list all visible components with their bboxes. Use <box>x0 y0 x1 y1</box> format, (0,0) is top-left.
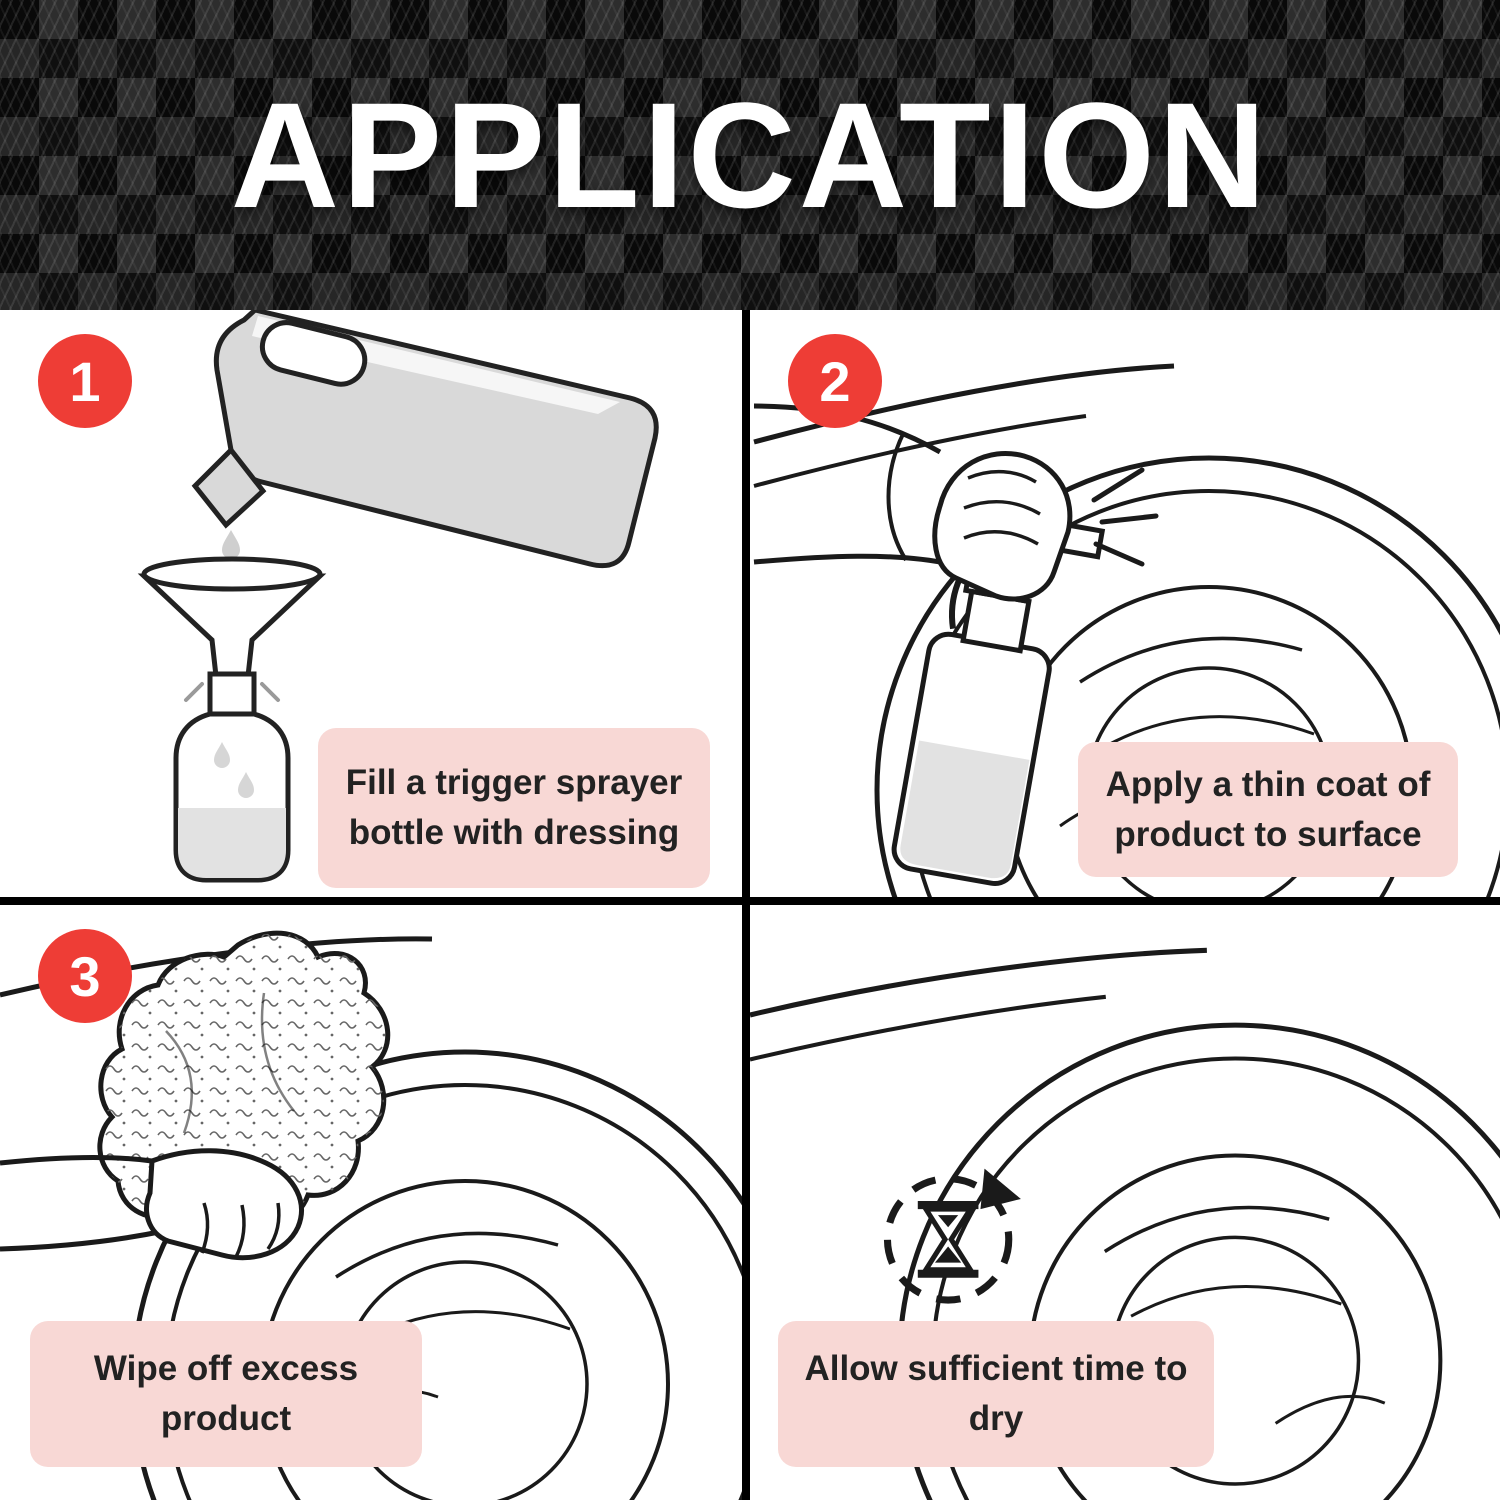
step-number: 1 <box>69 349 101 413</box>
step1-illustration <box>137 310 659 883</box>
step-number-badge: 3 <box>38 929 132 1023</box>
step-2-panel: 2 Apply a thin coat of product to surfac… <box>750 310 1500 905</box>
steps-grid: 1 Fill a trigger sprayer bottle with dre… <box>0 310 1500 1500</box>
step3-illustration <box>0 930 742 1500</box>
spray-bottle-illustration <box>173 671 291 883</box>
carbon-fiber-banner: APPLICATION <box>0 0 1500 310</box>
step-number-badge: 1 <box>38 334 132 428</box>
wiping-hand-illustration <box>0 1148 304 1261</box>
trigger-sprayer-hand-illustration <box>753 403 1159 887</box>
step-number: 3 <box>69 944 101 1008</box>
step-caption-box: Fill a trigger sprayer bottle with dress… <box>318 728 710 888</box>
hourglass-timer-icon <box>883 1168 1021 1304</box>
page-title: APPLICATION <box>230 70 1270 239</box>
step-caption-box: Allow sufficient time to dry <box>778 1321 1214 1467</box>
step2-illustration <box>753 363 1500 897</box>
step-caption-text: Fill a trigger sprayer bottle with dress… <box>345 763 683 852</box>
step-4-panel: Allow sufficient time to dry <box>750 905 1500 1500</box>
funnel-illustration <box>137 556 327 679</box>
step-1-panel: 1 Fill a trigger sprayer bottle with dre… <box>0 310 750 905</box>
step-caption-text: Wipe off excess product <box>93 1349 359 1438</box>
step-caption-box: Wipe off excess product <box>30 1321 422 1467</box>
step-number-badge: 2 <box>788 334 882 428</box>
spray-mist-icon <box>1091 467 1159 567</box>
gallon-jug-illustration <box>191 310 659 569</box>
step-3-panel: 3 Wipe off excess product <box>0 905 750 1500</box>
step-caption-box: Apply a thin coat of product to surface <box>1078 742 1458 878</box>
step-caption-text: Apply a thin coat of product to surface <box>1105 765 1431 854</box>
step-number: 2 <box>819 349 851 413</box>
step-caption-text: Allow sufficient time to dry <box>804 1349 1188 1438</box>
